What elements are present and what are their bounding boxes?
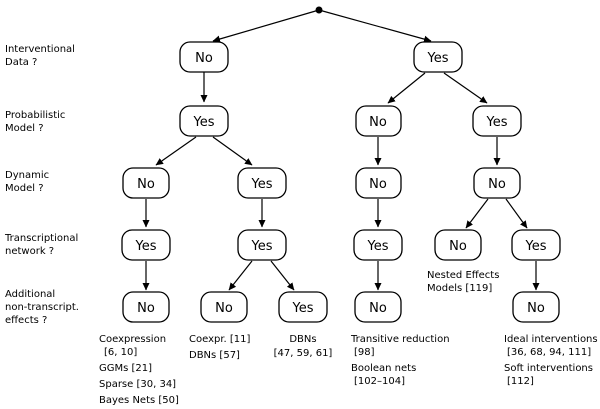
node-label: No xyxy=(137,301,155,316)
node-label: No xyxy=(369,177,387,192)
leaf-line: [36, 68, 94, 111] xyxy=(507,347,591,358)
edges xyxy=(142,9,540,291)
node-label: Yes xyxy=(193,115,215,130)
node-dynamic-no-mid: No xyxy=(355,167,402,199)
node-label: Yes xyxy=(292,301,314,316)
node-dynamic-no-right: No xyxy=(473,167,521,199)
edge-dyn-no-right-to-trans-yes xyxy=(505,198,528,229)
node-label: Yes xyxy=(486,115,508,130)
question-additional-line-2: non-transcript. xyxy=(5,302,79,313)
question-probabilistic-line-2: Model ? xyxy=(5,123,44,134)
node-additional-no-1: No xyxy=(122,291,170,323)
leaf-line: Transitive reduction xyxy=(350,334,450,345)
question-transcriptional-line-1: Transcriptional xyxy=(4,233,78,244)
node-label: No xyxy=(369,301,387,316)
leaf-nested-effects: Nested Effects Models [119] xyxy=(427,270,499,294)
node-label: Yes xyxy=(427,51,449,66)
node-additional-no-5: No xyxy=(512,291,560,323)
question-additional-line-1: Additional xyxy=(5,289,55,300)
edge-prob-yes-to-dyn-no xyxy=(155,136,197,166)
leaf-line: Coexpr. [11] xyxy=(189,334,251,345)
leaf-interventions: Ideal interventions [36, 68, 94, 111] So… xyxy=(504,334,598,387)
node-probabilistic-no-mid: No xyxy=(355,105,402,137)
node-label: Yes xyxy=(367,239,389,254)
leaf-line: Nested Effects xyxy=(427,270,499,281)
question-dynamic-line-2: Model ? xyxy=(5,183,44,194)
leaf-coexpr-dbns: Coexpr. [11] DBNs [57] xyxy=(189,334,251,361)
node-label: No xyxy=(449,239,467,254)
node-label: No xyxy=(527,301,545,316)
node-label: Yes xyxy=(525,239,547,254)
leaf-line: Soft interventions xyxy=(504,363,593,374)
question-dynamic-line-1: Dynamic xyxy=(5,170,49,181)
edge-yes-to-prob-no xyxy=(387,72,426,104)
node-label: No xyxy=(195,51,213,66)
leaf-line: DBNs [57] xyxy=(189,350,240,361)
node-additional-no-2: No xyxy=(200,291,248,323)
edge-yes-to-prob-yes xyxy=(443,72,488,104)
leaf-line: [98] xyxy=(354,347,375,358)
question-transcriptional-line-2: network ? xyxy=(5,246,54,257)
leaf-line: Ideal interventions xyxy=(504,334,598,345)
node-transcriptional-no-4: No xyxy=(434,229,482,261)
question-additional-line-3: effects ? xyxy=(5,315,47,326)
edge-trans-yes-2-to-add-no xyxy=(228,260,253,291)
node-probabilistic-yes-right: Yes xyxy=(472,105,522,137)
edge-root-to-yes xyxy=(318,9,432,43)
node-label: No xyxy=(488,177,506,192)
question-probabilistic-line-1: Probabilistic xyxy=(5,110,65,121)
node-dynamic-no-left: No xyxy=(122,167,170,199)
leaf-line: Bayes Nets [50] xyxy=(99,395,179,406)
node-transcriptional-yes-5: Yes xyxy=(511,229,561,261)
node-label: Yes xyxy=(251,239,273,254)
node-label: No xyxy=(215,301,233,316)
edge-root-to-no xyxy=(212,9,320,43)
node-dynamic-yes: Yes xyxy=(237,167,287,199)
leaf-line: [47, 59, 61] xyxy=(274,348,333,359)
leaf-line: Sparse [30, 34] xyxy=(99,379,176,390)
node-label: No xyxy=(369,115,387,130)
leaf-line: Coexpression xyxy=(99,334,166,345)
question-interventional-line-2: Data ? xyxy=(5,57,37,68)
node-transcriptional-yes-3: Yes xyxy=(353,229,403,261)
leaf-line: GGMs [21] xyxy=(99,363,152,374)
leaf-line: [6, 10] xyxy=(104,347,137,358)
node-label: Yes xyxy=(135,239,157,254)
edge-dyn-no-right-to-trans-no xyxy=(465,198,489,229)
node-probabilistic-yes-left: Yes xyxy=(179,105,229,137)
question-interventional-line-1: Interventional xyxy=(5,44,75,55)
node-transcriptional-yes-2: Yes xyxy=(237,229,287,261)
node-label: No xyxy=(137,177,155,192)
leaf-line: [102–104] xyxy=(354,376,405,387)
leaf-coexpression: Coexpression [6, 10] GGMs [21] Sparse [3… xyxy=(99,334,179,406)
node-label: Yes xyxy=(251,177,273,192)
leaf-dbns: DBNs [47, 59, 61] xyxy=(274,334,333,359)
leaf-line: Models [119] xyxy=(427,283,492,294)
node-interventional-yes: Yes xyxy=(413,41,463,73)
leaf-line: DBNs xyxy=(289,334,316,345)
leaf-line: Boolean nets xyxy=(351,363,416,374)
leaf-transitive-boolean: Transitive reduction [98] Boolean nets [… xyxy=(350,334,450,387)
edge-trans-yes-2-to-add-yes xyxy=(270,260,295,291)
node-interventional-no: No xyxy=(179,41,229,73)
row-questions: Interventional Data ? Probabilistic Mode… xyxy=(4,44,79,326)
node-transcriptional-yes-1: Yes xyxy=(121,229,171,261)
edge-prob-yes-to-dyn-yes xyxy=(212,136,253,166)
leaf-line: [112] xyxy=(507,376,534,387)
node-additional-yes-3: Yes xyxy=(278,291,328,323)
root-node xyxy=(315,6,323,14)
node-additional-no-4: No xyxy=(354,291,402,323)
